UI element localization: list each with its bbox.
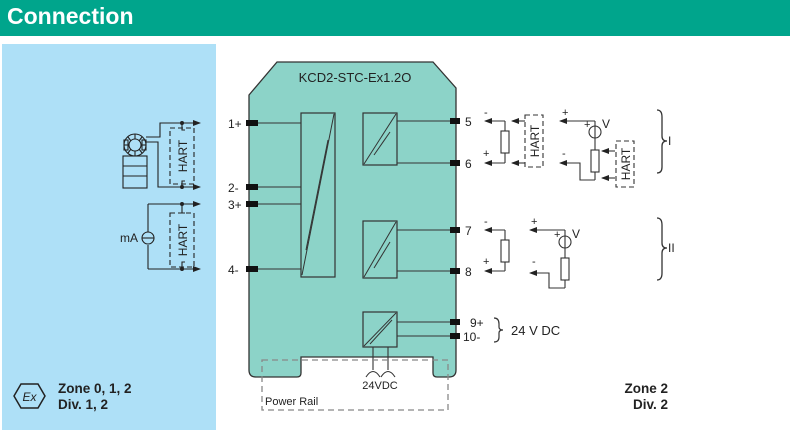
svg-text:Ex: Ex	[22, 390, 37, 404]
polarity-plus: +	[483, 256, 489, 268]
terminal-9	[450, 319, 460, 325]
group-brace-2	[656, 217, 668, 281]
hart-label-4: HART	[619, 147, 633, 180]
group-label-1: I	[668, 134, 671, 148]
power-rail-outline	[261, 359, 449, 411]
power-rail-label: Power Rail	[265, 396, 318, 408]
safe-zone-line1: Zone 2	[624, 381, 668, 396]
section-header: Connection	[0, 0, 790, 36]
load-resistor-1	[500, 130, 510, 154]
hart-label-1: HART	[176, 139, 190, 172]
polarity-plus: +	[554, 229, 560, 241]
section-title: Connection	[7, 3, 134, 29]
terminal-label-9: 9+	[470, 316, 484, 330]
safe-zone-label: Zone 2 Div. 2	[606, 381, 668, 413]
terminal-5	[450, 118, 460, 124]
polarity-minus: -	[532, 256, 536, 268]
terminal-label-4: 4-	[228, 263, 239, 277]
device-body	[248, 61, 457, 378]
isolator-diagonal	[301, 113, 335, 276]
current-source-label: mA	[120, 231, 138, 245]
voltage-label: V	[572, 227, 580, 241]
transmitter-icon	[122, 133, 148, 189]
terminal-7	[450, 227, 460, 233]
terminal-1	[246, 120, 258, 126]
terminal-label-7: 7	[465, 224, 472, 238]
polarity-plus: +	[584, 119, 590, 131]
power-supply-label: 24 V DC	[511, 323, 560, 338]
voltage-label: V	[602, 117, 610, 131]
ex-symbol-icon: Ex	[13, 383, 46, 409]
terminal-label-2: 2-	[228, 181, 239, 195]
hazardous-area	[2, 44, 216, 430]
output-isolator-2	[362, 220, 398, 279]
polarity-minus: -	[562, 148, 566, 160]
hart-label-3: HART	[528, 124, 542, 157]
group-label-2: II	[668, 241, 675, 255]
polarity-plus: +	[562, 107, 568, 119]
terminal-3	[246, 201, 258, 207]
safe-zone-line2: Div. 2	[632, 397, 668, 412]
terminal-label-6: 6	[465, 157, 472, 171]
device-model-label: KCD2-STC-Ex1.2O	[299, 70, 412, 85]
terminal-label-5: 5	[465, 115, 472, 129]
terminal-4	[246, 266, 258, 272]
terminal-2	[246, 184, 258, 190]
terminal-8	[450, 268, 460, 274]
terminal-label-3: 3+	[228, 198, 242, 212]
input-isolator-block	[300, 112, 336, 278]
group-brace-1	[656, 109, 668, 174]
hazardous-zone-label: Zone 0, 1, 2 Div. 1, 2	[58, 381, 132, 413]
terminal-label-8: 8	[465, 265, 472, 279]
power-brace	[493, 317, 504, 343]
polarity-minus: -	[484, 107, 488, 119]
output-isolator-1	[362, 112, 398, 166]
terminal-10	[450, 333, 460, 339]
polarity-plus: +	[531, 216, 537, 228]
rail-input-label: 24VDC	[362, 380, 398, 392]
polarity-plus: +	[483, 148, 489, 160]
hart-label-2: HART	[176, 223, 190, 256]
hazardous-zone-line1: Zone 0, 1, 2	[58, 381, 132, 396]
terminal-label-1: 1+	[228, 117, 242, 131]
hazardous-zone-line2: Div. 1, 2	[58, 397, 109, 412]
polarity-minus: -	[484, 216, 488, 228]
power-converter-block	[362, 311, 398, 348]
terminal-label-10: 10-	[463, 330, 480, 344]
terminal-6	[450, 160, 460, 166]
load-resistor-2	[500, 239, 510, 263]
